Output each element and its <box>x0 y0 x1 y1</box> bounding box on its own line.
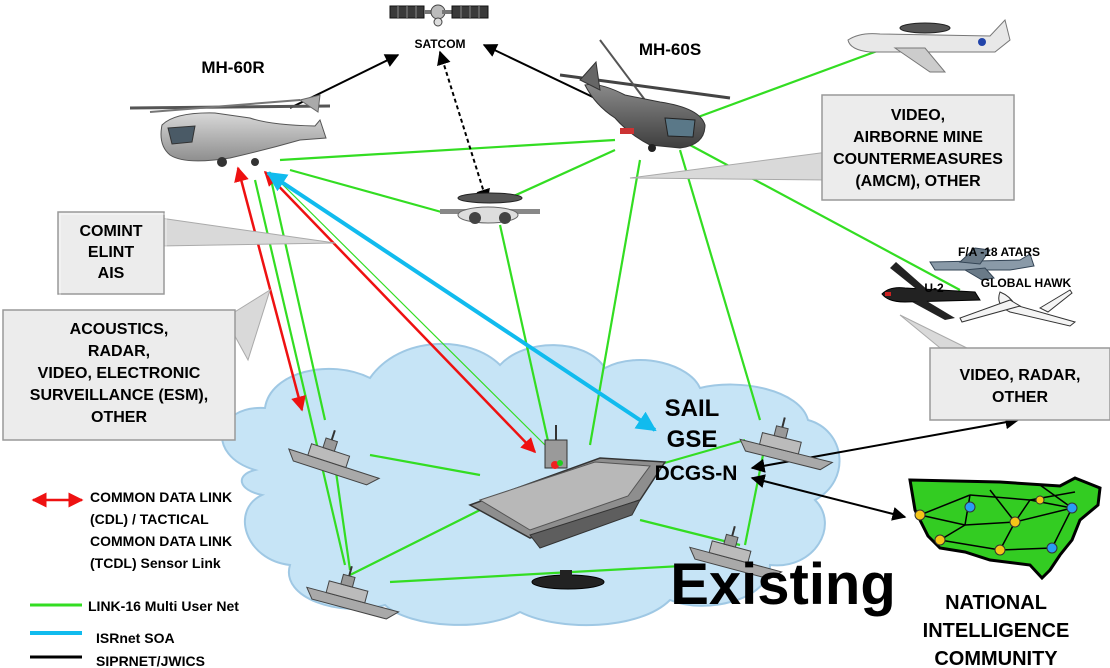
nic-label-line: NATIONAL <box>945 592 1047 614</box>
legend-cdl-text: COMMON DATA LINK <box>90 489 232 505</box>
global-hawk-label: GLOBAL HAWK <box>981 276 1072 290</box>
callout-acoustics-line: ACOUSTICS, <box>70 321 169 338</box>
callout-comint: COMINT ELINT AIS <box>57 211 336 297</box>
mh60r-label: MH-60R <box>201 58 264 77</box>
legend-cdl-text: (TCDL) Sensor Link <box>90 555 221 571</box>
callout-acoustics-line: OTHER <box>91 409 147 426</box>
callout-comint-line: COMINT <box>79 223 142 240</box>
callout-radar-line: VIDEO, RADAR, <box>960 367 1081 384</box>
destroyer-icon <box>287 430 381 486</box>
legend-cdl-text: COMMON DATA LINK <box>90 533 232 549</box>
callout-video-amcm: VIDEO, AIRBORNE MINE COUNTERMEASURES (AM… <box>629 94 1015 201</box>
satcom-label: SATCOM <box>414 37 465 51</box>
callout-comint-line: AIS <box>98 265 125 282</box>
destroyer-icon <box>688 525 783 580</box>
satellite-icon <box>389 4 489 27</box>
fa18-aircraft-icon <box>929 247 1035 281</box>
mh60s-label: MH-60S <box>639 40 701 59</box>
destroyer-icon <box>739 417 834 471</box>
aircraft-carrier-icon <box>468 425 667 549</box>
callout-acoustics: ACOUSTICS, RADAR, VIDEO, ELECTRONIC SURV… <box>2 288 271 441</box>
mh60s-helicopter-icon <box>559 39 731 152</box>
callout-acoustics-line: RADAR, <box>88 343 150 360</box>
callout-amcm-line: COUNTERMEASURES <box>833 151 1003 168</box>
legend: COMMON DATA LINK (CDL) / TACTICAL COMMON… <box>30 489 239 668</box>
gse-label: GSE <box>667 426 718 453</box>
callout-comint-line: ELINT <box>88 244 134 261</box>
submarine-icon <box>531 570 605 590</box>
nic-label-line: COMMUNITY <box>934 648 1058 668</box>
isrnet-arrow <box>266 171 657 432</box>
us-map-icon <box>908 476 1102 581</box>
callout-acoustics-line: VIDEO, ELECTRONIC <box>38 365 201 382</box>
u2-aircraft-icon <box>881 262 981 320</box>
callout-acoustics-line: SURVEILLANCE (ESM), <box>30 387 208 404</box>
legend-isrnet-text: ISRnet SOA <box>96 630 175 646</box>
callout-amcm-line: (AMCM), OTHER <box>855 173 981 190</box>
legend-cdl-text: (CDL) / TACTICAL <box>90 511 209 527</box>
destroyer-icon <box>305 565 400 620</box>
callout-video-radar: VIDEO, RADAR, OTHER <box>899 314 1110 421</box>
nic-label-line: INTELLIGENCE <box>923 620 1070 642</box>
mh60r-helicopter-icon <box>129 94 331 167</box>
legend-siprnet-text: SIPRNET/JWICS <box>96 653 205 668</box>
global-hawk-icon <box>959 289 1077 327</box>
dcgs-label: DCGS-N <box>655 462 738 485</box>
legend-link16-text: LINK-16 Multi User Net <box>88 598 239 614</box>
title-existing: Existing <box>670 552 896 617</box>
callout-radar-line: OTHER <box>992 389 1048 406</box>
u2-label: U-2 <box>924 281 944 295</box>
awacs-aircraft-icon <box>847 18 1011 73</box>
callout-amcm-line: VIDEO, <box>891 107 945 124</box>
e2-hawkeye-icon <box>440 192 540 224</box>
sail-label: SAIL <box>665 395 720 422</box>
fa18-label: F/A -18 ATARS <box>958 245 1040 259</box>
callout-amcm-line: AIRBORNE MINE <box>853 129 983 146</box>
